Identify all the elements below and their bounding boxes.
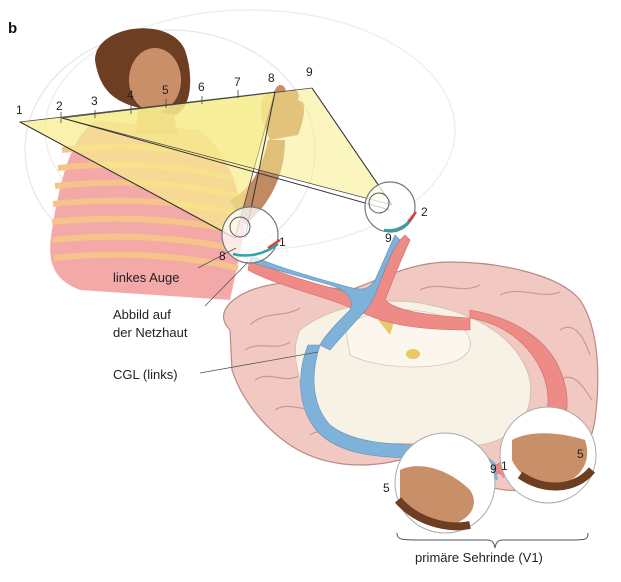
right-retina-red (407, 211, 417, 223)
field-number-8: 8 (268, 71, 275, 85)
field-number-5: 5 (162, 83, 169, 97)
field-number-3: 3 (91, 94, 98, 108)
label-retina-line2: der Netzhaut (113, 325, 188, 340)
v1-brace (396, 532, 589, 549)
cortex-hair-right (517, 467, 596, 491)
left-eye (221, 206, 279, 264)
right-eye (364, 181, 416, 233)
right-eye-number-9: 9 (385, 231, 392, 245)
label-left-eye: linkes Auge (113, 270, 180, 285)
field-number-7: 7 (234, 75, 241, 89)
leader-retina (204, 261, 249, 307)
cortex-number-9: 9 (490, 462, 497, 476)
left-eye-number-8: 8 (219, 249, 226, 263)
cortex-hair-left (394, 497, 471, 531)
optic-nerve-blue (249, 234, 401, 351)
field-number-2: 2 (56, 99, 63, 113)
label-lgn: CGL (links) (113, 367, 178, 382)
cortex-number-1: 1 (501, 459, 508, 473)
field-number-6: 6 (198, 80, 205, 94)
cortex-face-right (512, 433, 588, 486)
leader-lgn (199, 351, 319, 374)
right-eye-number-2: 2 (421, 205, 428, 219)
cortex-face-left (400, 466, 474, 526)
label-v1: primäre Sehrinde (V1) (415, 550, 543, 565)
field-number-1: 1 (16, 103, 23, 117)
ray-1 (19, 121, 236, 239)
left-lens (229, 216, 251, 238)
label-retina-line1: Abbild auf (113, 307, 171, 322)
structure-yellow-2 (406, 349, 420, 359)
field-number-9: 9 (306, 65, 313, 79)
cortex-number-right-5: 5 (577, 447, 584, 461)
face (129, 48, 181, 112)
left-retina (232, 242, 279, 257)
ray-2 (61, 117, 391, 211)
leader-left-eye (197, 247, 237, 269)
left-eye-number-1: 1 (279, 235, 286, 249)
cortex-number-left-5: 5 (383, 481, 390, 495)
right-lens (368, 192, 390, 214)
field-ticks (60, 90, 239, 123)
field-number-4: 4 (127, 88, 134, 102)
panel-label: b (8, 20, 18, 37)
left-retina-red (267, 238, 281, 250)
